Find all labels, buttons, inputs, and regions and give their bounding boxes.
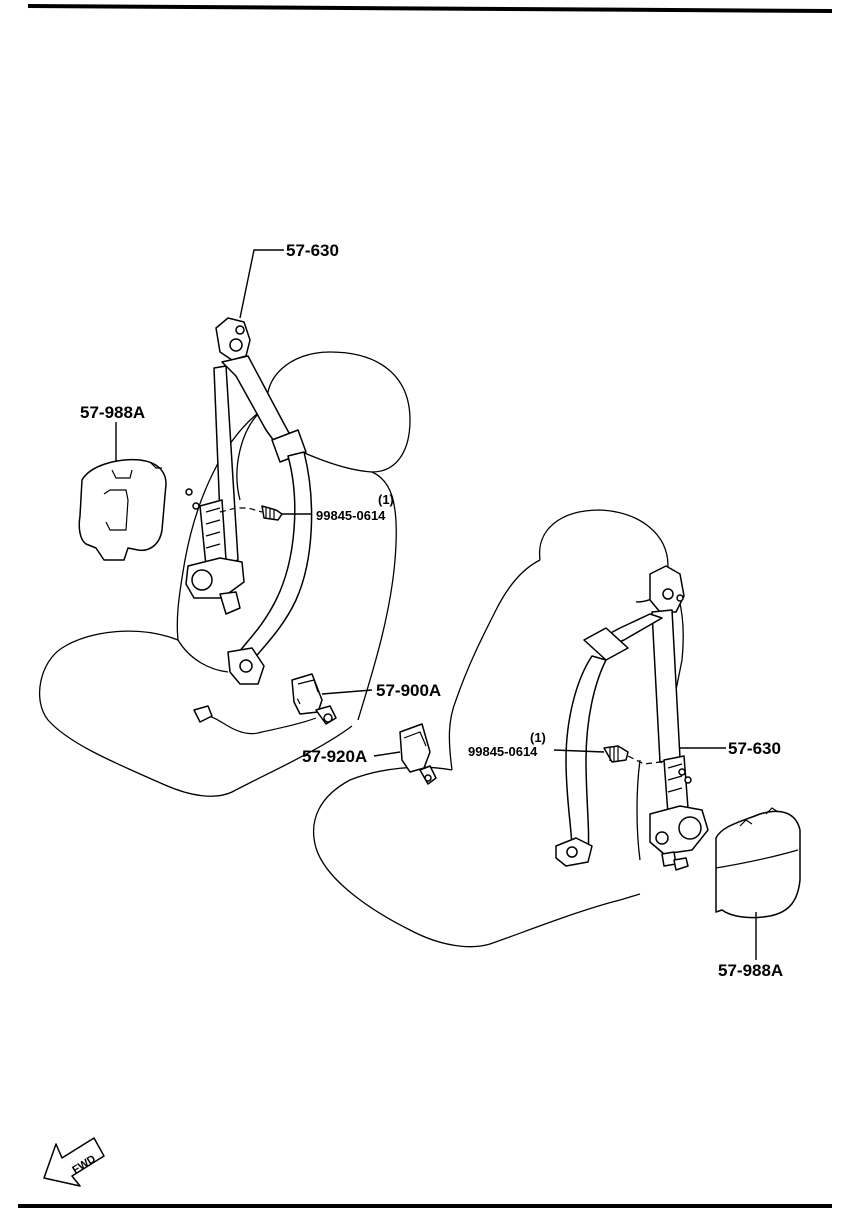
callout-57-900a: 57-900A [376,681,441,700]
left-seat-outline [39,351,411,797]
callout-57-630-top: 57-630 [286,241,339,260]
right-retractor-assembly [555,565,709,871]
callout-bolt-left-number: 99845-0614 [316,508,386,523]
callout-bolt-right-number: 99845-0614 [468,744,538,759]
callout-bolt-left-qty: (1) [378,492,394,507]
callout-57-988a-right: 57-988A [718,961,783,980]
callout-bolt-right-qty: (1) [530,730,546,745]
buckle-900a-part [193,673,337,735]
right-bolt [603,745,667,765]
top-border-line [27,4,833,13]
left-retractor-assembly [185,317,313,685]
left-bolt [219,505,283,521]
forward-arrow-icon: FWD [43,1137,105,1187]
callout-57-988a-left: 57-988A [80,403,145,422]
leader-lines [115,249,757,960]
buckle-920a-part [399,723,437,785]
right-seat-outline [312,509,684,948]
right-cover-part [715,807,801,919]
left-cover-part [78,458,167,561]
callout-57-630-right: 57-630 [728,739,781,758]
callout-57-920a: 57-920A [302,747,367,766]
